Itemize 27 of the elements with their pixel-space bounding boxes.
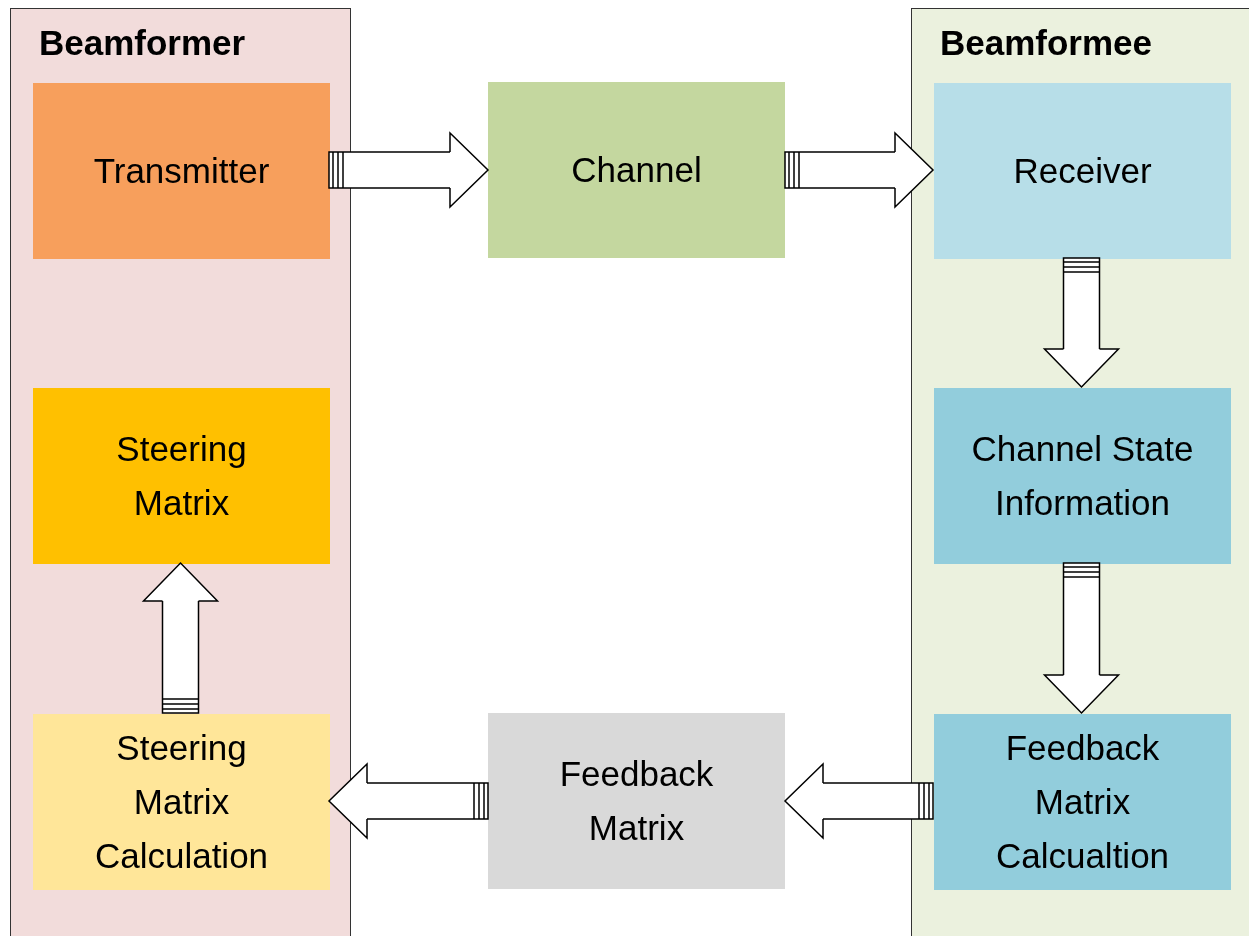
block-arrow xyxy=(142,562,219,714)
panel-title: Beamformer xyxy=(39,23,246,63)
process-box xyxy=(33,714,330,890)
block-arrow xyxy=(1043,562,1120,714)
process-box xyxy=(488,713,785,889)
group-panel xyxy=(911,8,1249,936)
process-box xyxy=(33,388,330,564)
box-label: Channel xyxy=(571,149,702,191)
panel-title: Beamformee xyxy=(940,23,1153,63)
box-label: Transmitter xyxy=(93,150,270,192)
process-box xyxy=(934,714,1231,890)
group-panel xyxy=(10,8,351,936)
box-label: Receiver xyxy=(1013,150,1152,192)
box-label: Feedback Matrix Calcualtion xyxy=(994,727,1171,877)
process-box xyxy=(934,83,1231,259)
box-label: Steering Matrix Calculation xyxy=(93,727,270,877)
block-arrow xyxy=(784,132,934,208)
block-arrow xyxy=(1043,257,1120,388)
process-box xyxy=(488,82,785,258)
box-label: Feedback Matrix xyxy=(558,753,715,849)
box-label: Steering Matrix xyxy=(115,428,248,524)
block-arrow xyxy=(328,132,489,208)
block-arrow xyxy=(328,763,489,839)
process-box xyxy=(33,83,330,259)
block-arrow xyxy=(784,763,934,839)
process-box xyxy=(934,388,1231,564)
box-label: Channel State Information xyxy=(970,428,1195,524)
